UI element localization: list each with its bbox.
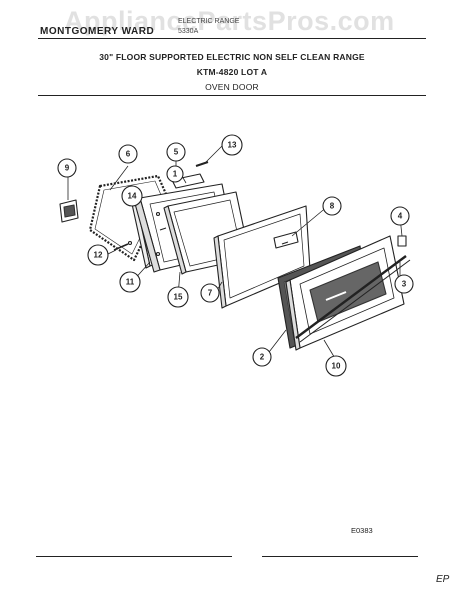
- callout-7-label: 7: [208, 289, 213, 298]
- part-12-clip: [113, 240, 133, 251]
- header-model-code: 5330A: [178, 28, 199, 35]
- part-5-hinge: [171, 173, 205, 189]
- footer-rule-right: [262, 556, 418, 558]
- callout-10: 10: [325, 355, 347, 377]
- callout-5: 5: [166, 142, 186, 162]
- callout-11-label: 11: [126, 278, 135, 287]
- title-rule: [38, 95, 426, 97]
- diagram-title: 30" FLOOR SUPPORTED ELECTRIC NON SELF CL…: [99, 52, 365, 62]
- header-rule: [38, 38, 426, 40]
- callout-6-label: 6: [126, 150, 131, 159]
- callout-8: 8: [322, 196, 342, 216]
- part-4-end-cap: [397, 235, 407, 247]
- header-product-line: ELECTRIC RANGE: [178, 18, 240, 25]
- callout-13-label: 13: [228, 141, 237, 150]
- footer-rule-left: [36, 556, 232, 558]
- callout-14-label: 14: [128, 192, 137, 201]
- part-13-screw: [195, 161, 209, 167]
- callout-1-label: 1: [173, 170, 178, 179]
- corner-mark: EP: [436, 574, 450, 585]
- part-3-handle: [295, 255, 411, 343]
- watermark: AppliancePartsPros.com: [64, 6, 395, 36]
- manufacturer-label: MONTGOMERY WARD: [40, 26, 155, 37]
- diagram-section: OVEN DOOR: [205, 82, 259, 92]
- callout-3-label: 3: [402, 280, 407, 289]
- callouts: 6 5 13 9 1 14 8 4 12 11 3 7 15 2 10: [57, 134, 414, 377]
- callout-11: 11: [119, 271, 141, 293]
- callout-12: 12: [87, 244, 109, 266]
- callout-5-label: 5: [174, 148, 179, 157]
- callout-13: 13: [221, 134, 243, 156]
- callout-7: 7: [200, 283, 220, 303]
- callout-14: 14: [121, 185, 143, 207]
- drawing-code: E0383: [351, 526, 373, 535]
- callout-4: 4: [390, 206, 410, 226]
- callout-15: 15: [167, 286, 189, 308]
- callout-9-label: 9: [65, 164, 70, 173]
- part-9-bracket: [59, 199, 79, 223]
- callout-9: 9: [57, 158, 77, 178]
- callout-1: 1: [166, 165, 184, 183]
- callout-8-label: 8: [330, 202, 335, 211]
- callout-2-label: 2: [260, 353, 265, 362]
- callout-12-label: 12: [94, 251, 103, 260]
- diagram-model: KTM-4820 LOT A: [196, 67, 268, 77]
- callout-2: 2: [252, 347, 272, 367]
- callout-10-label: 10: [332, 362, 341, 371]
- callout-3: 3: [394, 274, 414, 294]
- callout-6: 6: [118, 144, 138, 164]
- callout-15-label: 15: [174, 293, 183, 302]
- callout-4-label: 4: [398, 212, 403, 221]
